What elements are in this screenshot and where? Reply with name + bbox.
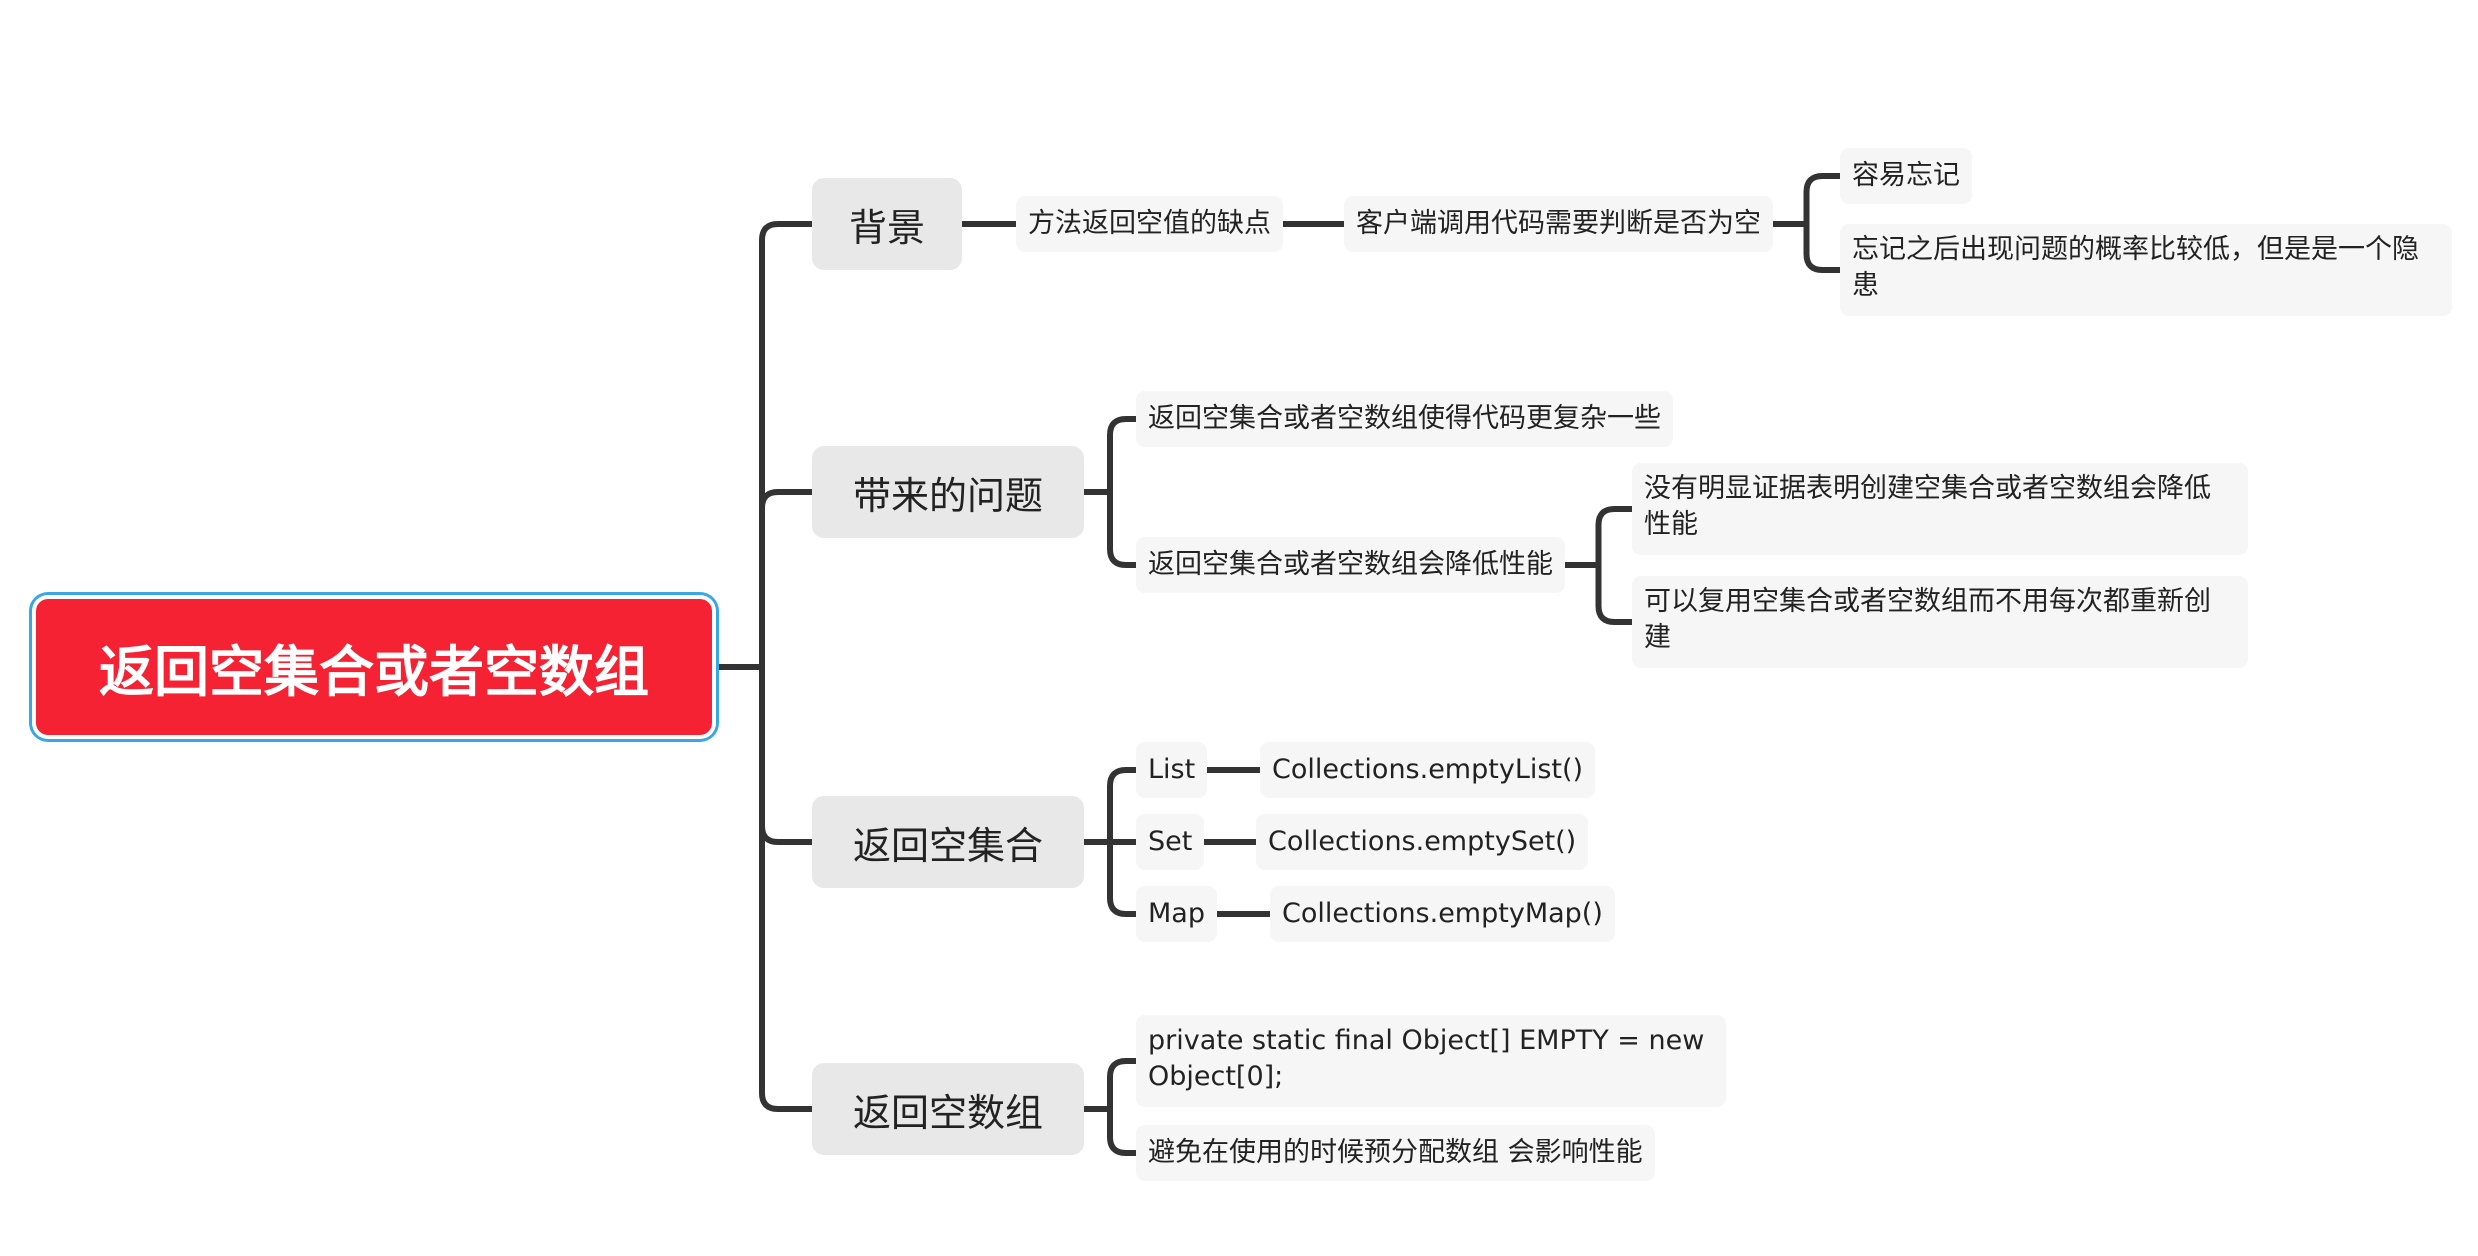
topic-no-evidence[interactable]: 没有明显证据表明创建空集合或者空数组会降低性能: [1632, 463, 2248, 555]
topic-collections-emptymap[interactable]: Collections.emptyMap(): [1270, 886, 1615, 942]
topic-map[interactable]: Map: [1136, 886, 1217, 942]
performance-connector-link-1: [1595, 562, 1635, 625]
topic-return-empty-array[interactable]: 返回空数组: [812, 1063, 1084, 1155]
topic-resulting-problems[interactable]: 带来的问题: [812, 446, 1084, 538]
topic-more-complex-code[interactable]: 返回空集合或者空数组使得代码更复杂一些: [1136, 391, 1673, 447]
root-connector-link-2: [759, 664, 815, 845]
root-connector-link-1: [759, 489, 815, 670]
topic-collections-emptylist[interactable]: Collections.emptyList(): [1260, 742, 1596, 798]
topic-easy-to-forget[interactable]: 容易忘记: [1840, 148, 1972, 204]
topic-collections-emptyset[interactable]: Collections.emptySet(): [1256, 814, 1589, 870]
topic-set[interactable]: Set: [1136, 814, 1205, 870]
performance-connector-link-0: [1595, 506, 1635, 568]
collection-connector-link-2: [1107, 839, 1139, 917]
topic-avoid-preallocation[interactable]: 避免在使用的时候预分配数组 会影响性能: [1136, 1125, 1655, 1181]
topic-reuse-empty[interactable]: 可以复用空集合或者空数组而不用每次都重新创建: [1632, 576, 2248, 668]
topic-lower-performance[interactable]: 返回空集合或者空数组会降低性能: [1136, 537, 1565, 593]
topic-list[interactable]: List: [1136, 742, 1208, 798]
topic-null-return-drawback[interactable]: 方法返回空值的缺点: [1016, 196, 1283, 252]
root-connector-link-0: [759, 221, 815, 670]
array-connector-link-1: [1107, 1106, 1139, 1156]
null-check-connector-link-0: [1803, 173, 1843, 227]
collection-connector-link-0: [1107, 767, 1139, 845]
topic-client-null-check[interactable]: 客户端调用代码需要判断是否为空: [1344, 196, 1773, 252]
topic-empty-array-constant[interactable]: private static final Object[] EMPTY = ne…: [1136, 1015, 1726, 1107]
array-connector-link-0: [1107, 1058, 1139, 1112]
topic-background[interactable]: 背景: [812, 178, 962, 270]
root-connector-link-3: [759, 664, 815, 1112]
problems-connector-link-0: [1107, 416, 1139, 495]
topic-hidden-risk[interactable]: 忘记之后出现问题的概率比较低，但是是一个隐患: [1840, 224, 2452, 316]
topic-return-empty-collection[interactable]: 返回空集合: [812, 796, 1084, 888]
root-topic[interactable]: 返回空集合或者空数组: [36, 599, 712, 735]
problems-connector-link-1: [1107, 489, 1139, 568]
null-check-connector-link-1: [1803, 221, 1843, 273]
